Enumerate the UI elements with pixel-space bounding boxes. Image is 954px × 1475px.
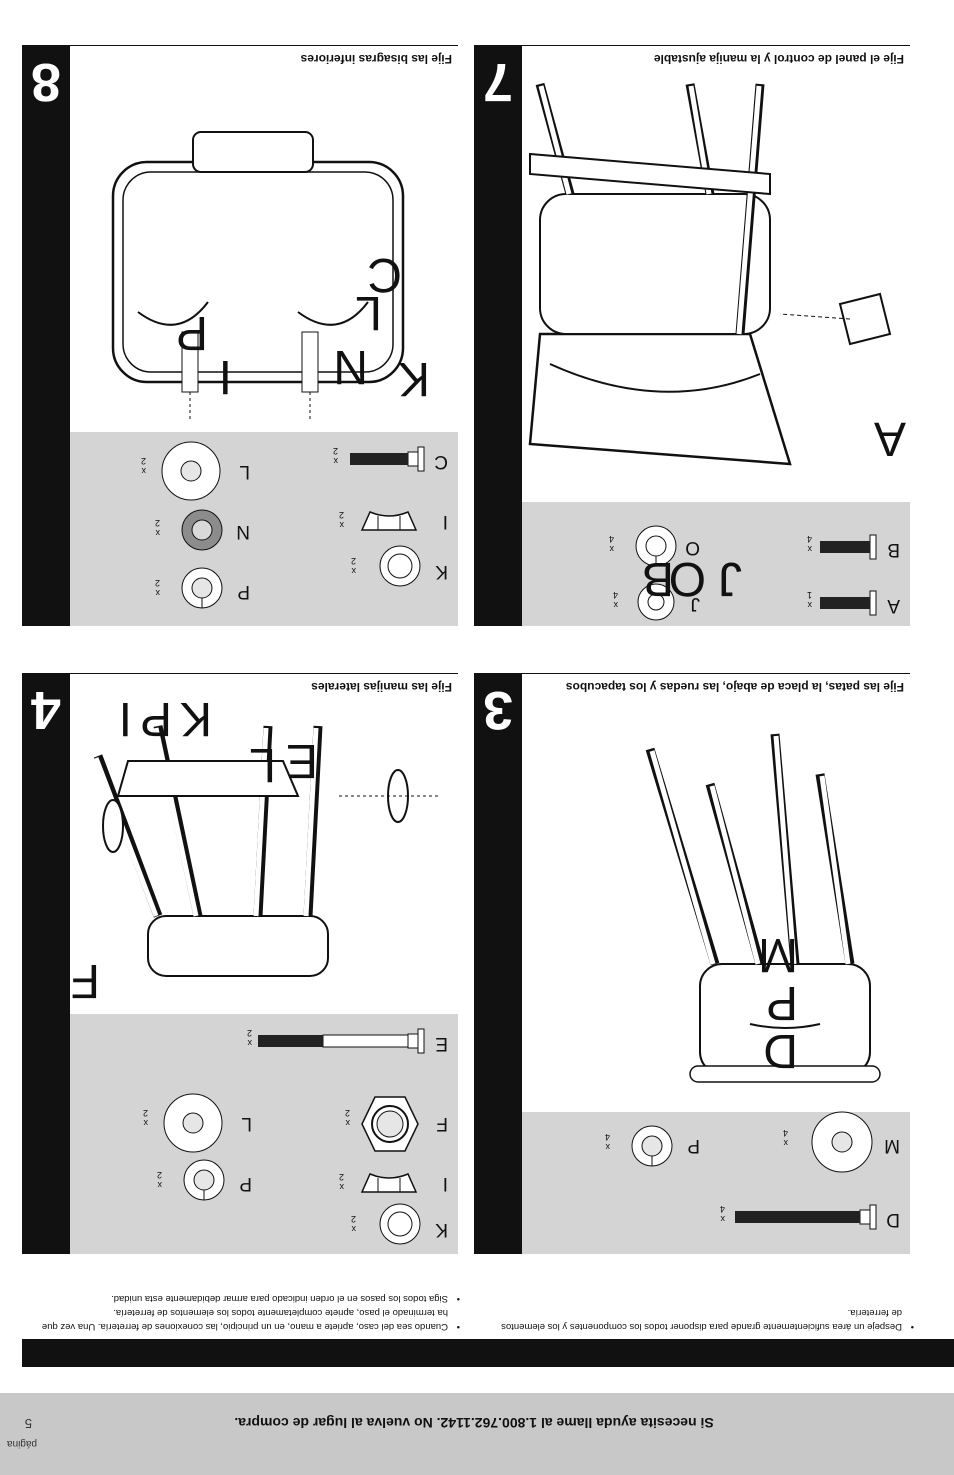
step-4-diagram	[93, 725, 438, 977]
callout-f: F	[70, 954, 100, 1007]
washer-icon	[811, 1111, 873, 1173]
callout-k: K	[179, 692, 212, 745]
step-8-diagram	[111, 131, 405, 422]
bolt-short-icon	[820, 590, 877, 616]
lock-washer-icon	[635, 525, 677, 567]
step-4-parts: E x 2 F x 2 L	[70, 1014, 458, 1254]
callout-d: D	[763, 1024, 798, 1077]
spacer-icon	[360, 511, 418, 531]
instructions-left: Despeje un área suficientemente grande p…	[494, 1305, 914, 1333]
step-3-diagram	[645, 733, 881, 1083]
step-7-parts: A x 1 B x 4 J	[522, 502, 910, 626]
step-number-badge: 3	[474, 674, 522, 1254]
step-8-panel: 8 Fije las bisagras inferiores C x 2 L	[22, 45, 458, 626]
spacer-icon	[360, 1173, 418, 1193]
lock-washer-icon	[631, 1125, 673, 1167]
callout-c: C	[367, 248, 402, 301]
callout-p: P	[765, 976, 798, 1029]
grey-washer-icon	[181, 509, 223, 551]
instructions-right: Cuando sea del caso, apriete a mano, en …	[30, 1291, 460, 1333]
washer-icon	[379, 545, 421, 587]
callout-m: M	[758, 928, 798, 981]
lock-washer-icon	[183, 1159, 225, 1201]
bolt-long-icon	[735, 1204, 877, 1230]
step-number-badge: 8	[22, 46, 70, 626]
callout-i: I	[118, 692, 132, 745]
callout-n: N	[333, 340, 368, 393]
callout-l: L	[249, 738, 276, 791]
step-7-diagram	[528, 82, 892, 466]
washer-icon	[163, 1093, 223, 1153]
step-number-badge: 7	[474, 46, 522, 626]
callout-p: P	[139, 692, 172, 745]
bolt-short-icon	[820, 534, 877, 560]
bolt-short-icon	[350, 446, 425, 472]
callout-k: K	[397, 352, 430, 405]
callout-j: J	[718, 552, 742, 605]
step-4-title: Fije las manijas laterales	[311, 680, 452, 694]
lock-washer-icon	[181, 567, 223, 609]
page-number: 5	[24, 1416, 32, 1431]
step-3-panel: 3 Fije las patas, la placa de abajo, las…	[474, 673, 910, 1254]
step-number-badge: 4	[22, 674, 70, 1254]
step-4-panel: 4 Fije las manijas laterales E x 2 F	[22, 673, 458, 1254]
step-3-parts: D x 4 M x 4 P	[522, 1111, 910, 1254]
callout-o: O	[668, 552, 706, 605]
step-7-title: Fije el panel de control y la manija aju…	[653, 52, 904, 66]
step-3-title: Fije las patas, la placa de abajo, las r…	[565, 680, 904, 694]
section-bar	[22, 1339, 954, 1367]
bolt-long-icon	[258, 1028, 425, 1054]
page-label: página	[6, 1438, 37, 1449]
instruction-follow-order: Siga todos los pasos en el orden indicad…	[30, 1291, 460, 1305]
step-8-parts: C x 2 L x 2 I	[70, 432, 458, 626]
callout-a-large: A	[873, 412, 906, 465]
instruction-hand-tighten: Cuando sea del caso, apriete a mano, en …	[30, 1305, 460, 1333]
step-8-title: Fije las bisagras inferiores	[300, 52, 452, 66]
washer-icon	[637, 583, 675, 621]
step-7-panel: 7 Fije el panel de control y la manija a…	[474, 45, 910, 626]
washer-icon	[379, 1203, 421, 1245]
callout-p: P	[175, 306, 208, 359]
washer-icon	[161, 441, 221, 501]
hex-nut-icon	[361, 1096, 419, 1152]
instruction-clear-area: Despeje un área suficientemente grande p…	[494, 1305, 914, 1333]
callout-e: E	[285, 734, 318, 787]
footer-band: página 5 Si necesita ayuda llame al 1.80…	[0, 1393, 954, 1475]
callout-i: I	[218, 350, 232, 403]
help-line: Si necesita ayuda llame al 1.800.762.114…	[234, 1415, 714, 1431]
